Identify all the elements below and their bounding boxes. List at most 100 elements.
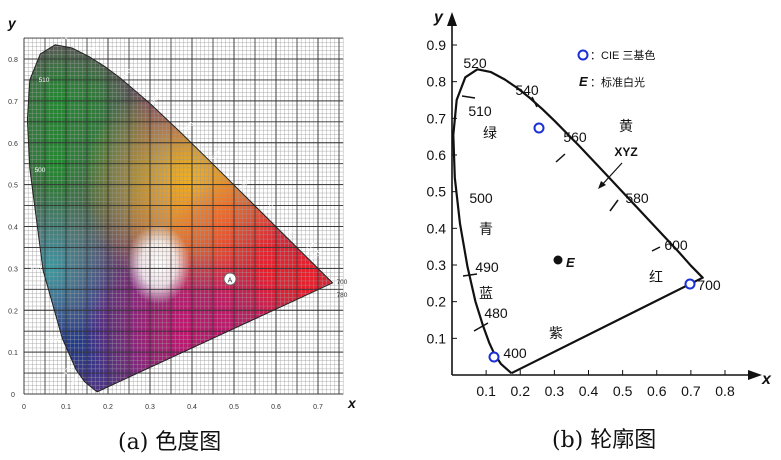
legend-text-white: ：标准白光: [590, 75, 645, 89]
wavelength-label: 700: [337, 279, 348, 286]
y-tick-label: 0.4: [427, 220, 447, 236]
wavelength-label: 780: [337, 292, 348, 299]
region-label: 青: [479, 221, 493, 237]
contour-tick: [651, 246, 661, 252]
y-tick-label: 0.8: [427, 74, 447, 90]
wavelength-label: 500: [35, 167, 46, 174]
y-tick-label: 0.2: [427, 294, 447, 310]
xyz-label: XYZ: [614, 145, 637, 159]
y-tick-label: 0.7: [8, 99, 18, 106]
y-tick-label: 0.9: [427, 37, 447, 53]
wavelength-label-560: 560: [563, 129, 587, 145]
y-tick-label: 0.1: [427, 330, 447, 346]
xyz-arrow-line: [600, 162, 623, 187]
spectral-locus-outline: [452, 68, 704, 375]
x-axis-label: x: [347, 395, 357, 411]
point-a-label: A: [228, 278, 233, 285]
x-tick-label: 0.5: [613, 383, 633, 399]
x-tick-label: 0.1: [476, 383, 496, 399]
x-tick-label: 0: [22, 404, 26, 411]
region-label: 紫: [549, 325, 563, 341]
legend-circle-icon: [577, 49, 589, 61]
x-tick-label: 0.6: [647, 383, 667, 399]
wavelength-label: 490: [31, 265, 42, 272]
y-tick-label: 0.6: [8, 141, 18, 148]
x-tick-label: 0.4: [579, 383, 599, 399]
legend-text-primaries: ：CIE 三基色: [590, 48, 655, 62]
grid-lines: [23, 37, 344, 395]
x-tick-label: 0.4: [187, 404, 197, 411]
y-axis-label: y: [7, 15, 17, 31]
x-tick-label: 0.3: [145, 404, 155, 411]
y-tick-label: 0.2: [8, 308, 18, 315]
contour-tick: [473, 322, 489, 332]
x-tick-label: 0.7: [681, 383, 701, 399]
legend-e-symbol: E: [579, 74, 588, 89]
contour-tick: [461, 95, 476, 99]
wavelength-label-700: 700: [697, 277, 721, 293]
xyz-arrow-head: [598, 181, 606, 189]
grid: [23, 37, 344, 395]
wavelength-label-490: 490: [475, 259, 499, 275]
locus-path: [452, 68, 704, 375]
wavelength-label-520: 520: [463, 55, 487, 71]
locus-outline: [26, 44, 334, 393]
wavelength-label: 530: [88, 42, 100, 55]
y-tick-label: 0.4: [8, 225, 18, 232]
x-tick-label: 0.7: [313, 404, 323, 411]
wavelength-label: 520: [60, 30, 72, 43]
white-point-label: E: [566, 255, 575, 270]
y-tick-label: 0.5: [427, 184, 447, 200]
y-axis-label: y: [433, 9, 444, 26]
region-label: 黄: [619, 118, 633, 134]
caption-a: (a) 色度图: [118, 430, 222, 455]
cie-primary-marker: [533, 122, 545, 134]
wavelength-label-600: 600: [664, 237, 688, 253]
region-label: 绿: [483, 125, 497, 141]
y-tick-label: 0.3: [8, 266, 18, 273]
contour-tick: [531, 96, 538, 108]
y-tick-label: 0.1: [8, 350, 18, 357]
contour-tick: [462, 273, 478, 277]
y-axis-arrow: [447, 12, 457, 26]
wavelength-label-510: 510: [468, 103, 492, 119]
x-tick-label: 0.1: [61, 404, 71, 411]
wavelength-label-500: 500: [469, 190, 493, 206]
x-tick-label: 0.2: [103, 404, 113, 411]
x-tick-label: 0.8: [715, 383, 735, 399]
wavelength-label-580: 580: [625, 190, 649, 206]
wavelength-label: 510: [39, 77, 50, 84]
x-axis-label: x: [761, 371, 772, 388]
contour-tick: [609, 199, 619, 212]
cie-primary-marker: [488, 351, 500, 363]
point-a-marker: [223, 272, 237, 286]
region-label: 红: [649, 269, 663, 285]
contour-tick: [555, 153, 566, 163]
y-tick-label: 0.6: [427, 147, 447, 163]
x-axis-arrow: [748, 370, 762, 380]
wavelength-label-540: 540: [515, 82, 539, 98]
point-a: A: [223, 272, 237, 286]
cie-primary-marker: [684, 278, 696, 290]
x-tick-label: 0.2: [511, 383, 531, 399]
x-tick-label: 0.6: [271, 404, 281, 411]
x-tick-label: 0.3: [545, 383, 565, 399]
region-label: 蓝: [479, 285, 493, 301]
right-axes: y x 0.1 0.2 0.3 0.4 0.5 0.6 0.7 0.8 0.1 0.2 0.3 0.4 0.…: [427, 9, 772, 399]
y-tick-label: 0: [11, 392, 15, 399]
wavelength-label-480: 480: [484, 305, 508, 321]
y-tick-label: 0.8: [8, 57, 18, 64]
y-tick-label: 0.3: [427, 257, 447, 273]
y-tick-label: 0.7: [427, 110, 447, 126]
x-tick-label: 0.5: [229, 404, 239, 411]
left-axes: 0 0.1 0.2 0.3 0.4 0.5 0.6 0.7 0 0.1 0.2 0.3 0.4 0.5 0.…: [7, 15, 357, 411]
wavelength-label-400: 400: [503, 345, 527, 361]
white-point-marker: [553, 255, 563, 265]
caption-b: (b) 轮廓图: [552, 428, 657, 453]
y-tick-label: 0.5: [8, 183, 18, 190]
